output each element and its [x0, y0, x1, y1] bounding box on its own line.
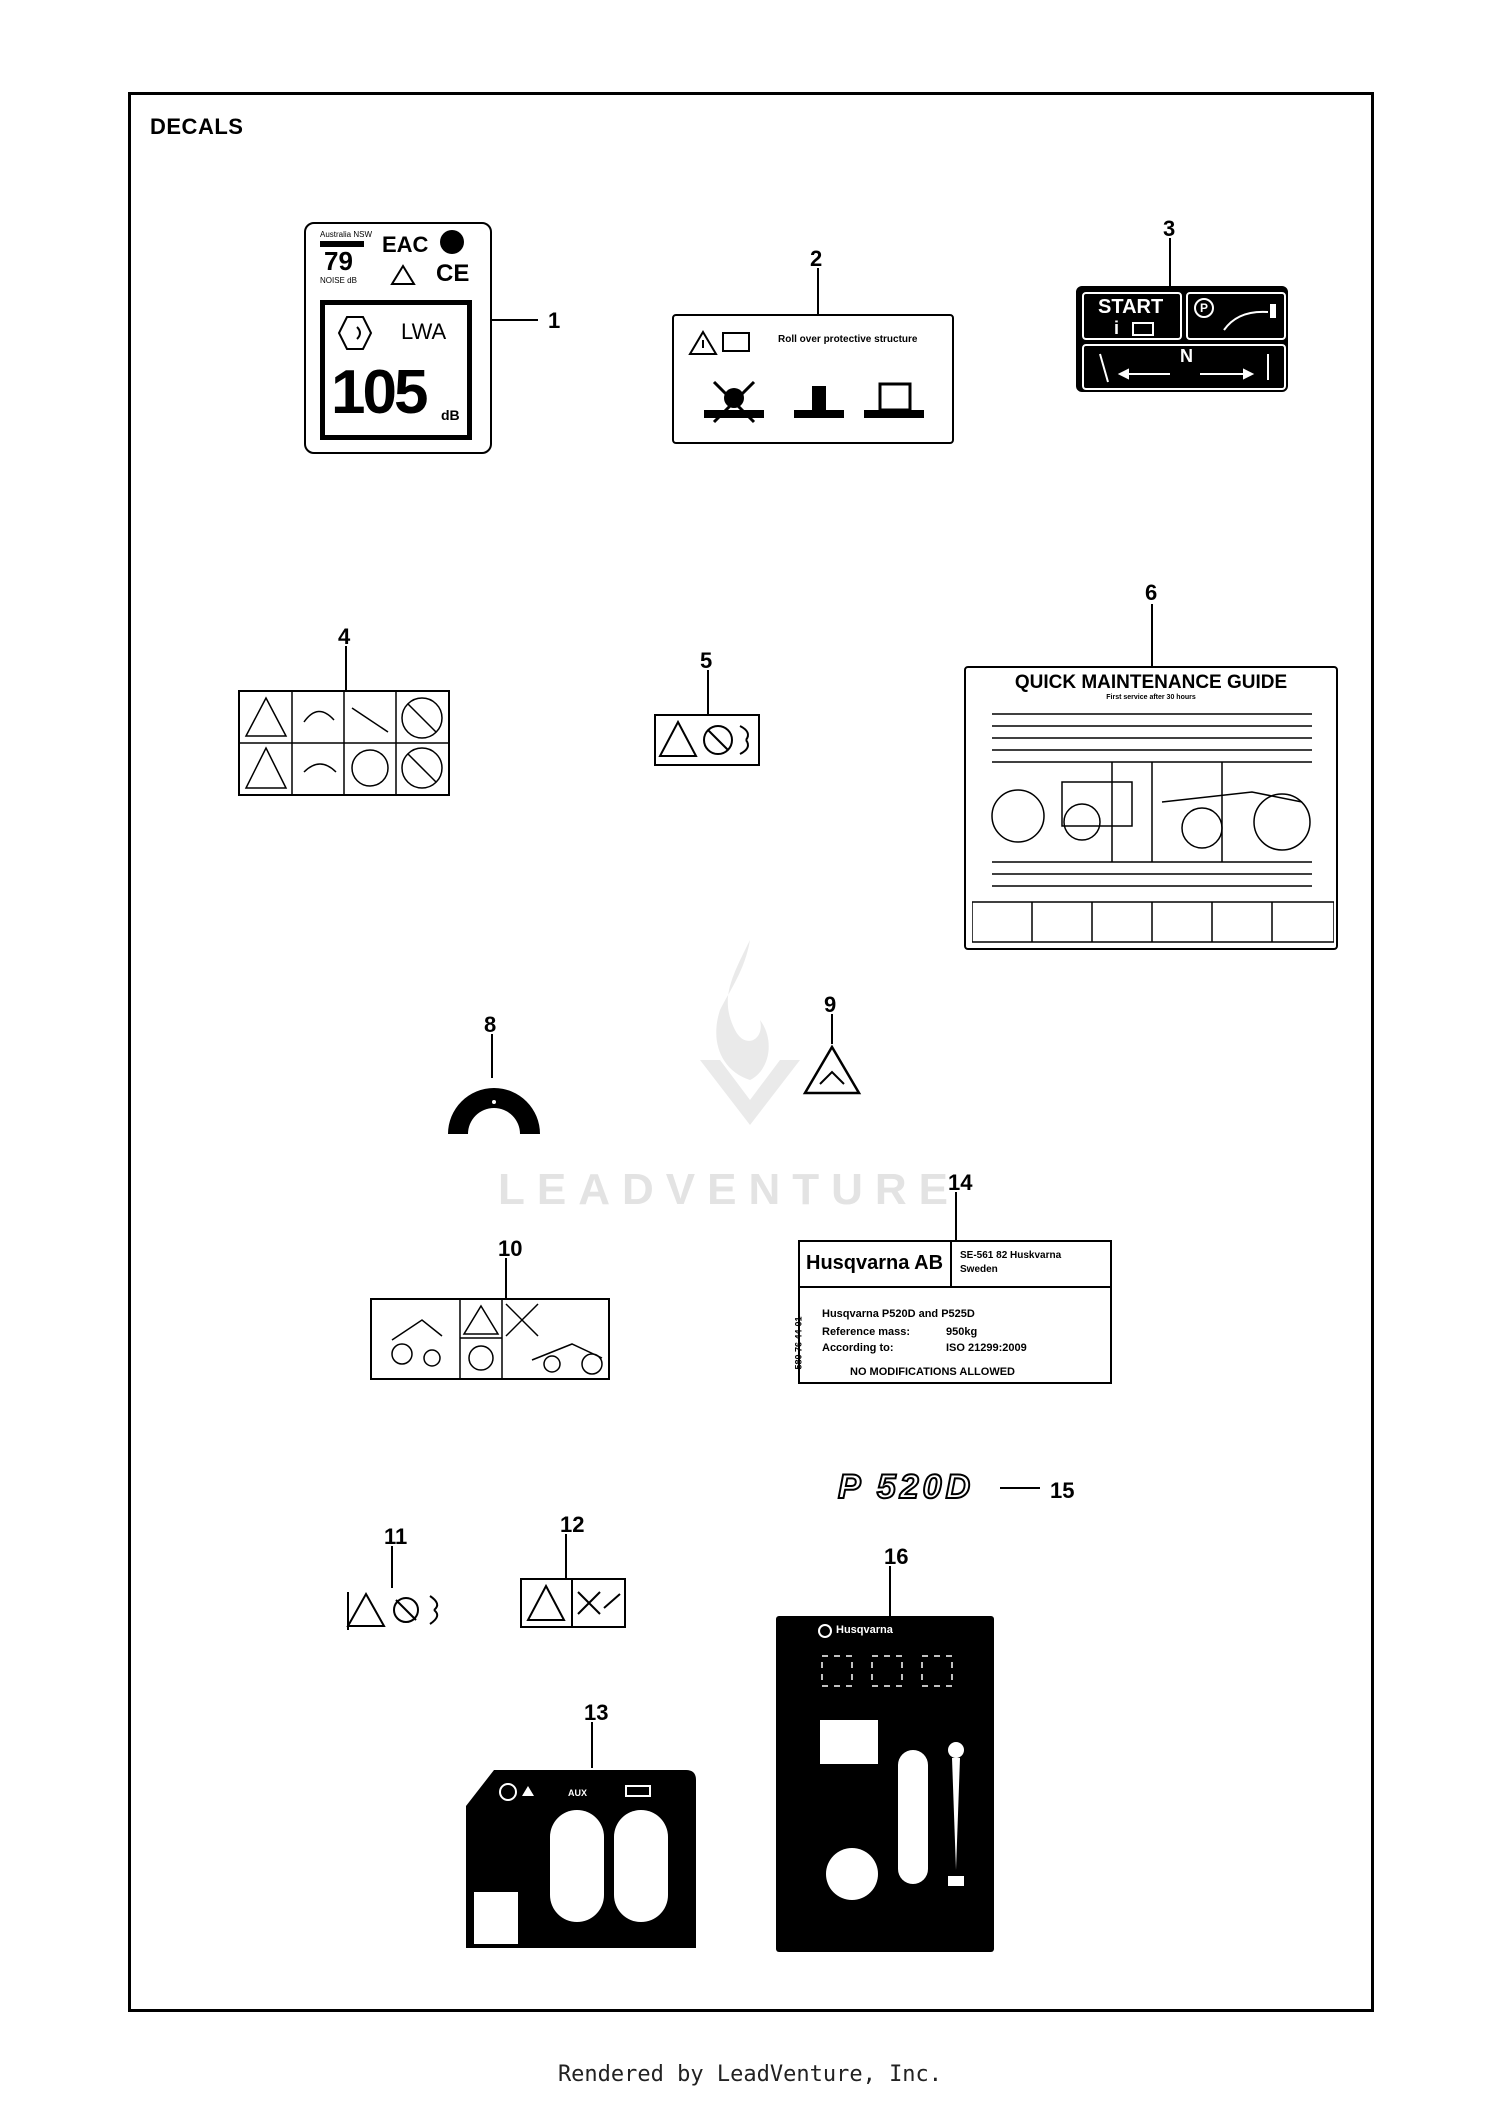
decal-14-model-badge: P 520D — [837, 1467, 1002, 1508]
decal-6-maintenance-guide: QUICK MAINTENANCE GUIDE First service af… — [964, 666, 1338, 950]
decal-1-rcm-icon — [390, 264, 416, 286]
decal-5-warning-label — [654, 714, 760, 766]
decal-16-control-panel: Husqvarna — [776, 1616, 994, 1952]
decal-6-subtitle: First service after 30 hours — [1106, 694, 1196, 701]
decal-4-warning-label — [238, 690, 450, 796]
decal-2-rops: Roll over protective structure — [672, 314, 954, 444]
decal-1-db-unit: dB — [441, 407, 460, 423]
warning-triangle-icon — [688, 330, 718, 356]
decal-2-text: Roll over protective structure — [778, 334, 918, 345]
decal-14-model: P 520D — [837, 1467, 975, 1507]
decal-15-aux: AUX — [568, 1788, 588, 1798]
decal-10-warning-label — [370, 1298, 610, 1380]
decal-11-warning-label — [346, 1588, 448, 1632]
watermark-text: LEADVENTURE — [498, 1165, 961, 1214]
decal-1-cert-icon — [440, 230, 464, 254]
watermark-logo — [690, 930, 810, 1130]
decal-13-side-code: 580 76 44-01 — [793, 1316, 804, 1370]
manual-book-icon — [1132, 322, 1154, 336]
decal-2-mower-pictograms — [704, 380, 924, 424]
decal-3-neutral: N — [1180, 346, 1193, 366]
decal-13-mass-value: 950kg — [946, 1326, 978, 1338]
callout-8: 8 — [484, 1012, 497, 1037]
decal-3-start: START — [1098, 296, 1164, 318]
decal-13-standard-label: According to: — [822, 1342, 894, 1354]
decal-3-start-box: START i — [1082, 292, 1182, 340]
decal-1-region: Australia NSW — [320, 230, 373, 239]
decal-16-brand: Husqvarna — [836, 1624, 893, 1636]
decal-3-park-box: P — [1186, 292, 1286, 340]
decal-8-arc-scale — [444, 1078, 544, 1136]
callout-15: 13 — [584, 1700, 609, 1725]
decal-13-footer: NO MODIFICATIONS ALLOWED — [850, 1366, 1015, 1378]
callout-1: 1 — [548, 308, 561, 333]
decal-13-brand: Husqvarna AB — [806, 1252, 944, 1274]
park-icon: P — [1194, 298, 1214, 318]
decal-1-lwa-box: LWA 105 dB — [320, 300, 472, 440]
callout-10: 10 — [498, 1236, 523, 1261]
callout-12: 12 — [560, 1512, 585, 1537]
callout-5: 5 — [700, 648, 713, 673]
decal-6-service-diagram — [972, 713, 1334, 943]
callout-11: 11 — [384, 1524, 408, 1549]
decal-11-pictograms — [346, 1591, 439, 1630]
decal-15-aux-panel: AUX — [464, 1766, 698, 1950]
decal-1-db-value: 105 — [331, 358, 428, 427]
callout-13: 14 — [948, 1170, 973, 1195]
decal-13-divider — [950, 1242, 952, 1286]
page-title: DECALS — [150, 114, 244, 139]
decal-16-panel-cutouts — [820, 1655, 964, 1900]
callout-2: 2 — [810, 246, 823, 271]
decal-13-header — [800, 1242, 1110, 1288]
decal-12-pictograms — [520, 1578, 626, 1628]
decal-1-noise-label-text: NOISE dB — [320, 276, 357, 285]
callout-4: 4 — [338, 624, 351, 649]
footer-credit: Rendered by LeadVenture, Inc. — [557, 2062, 943, 2087]
manual-book-icon — [722, 332, 750, 352]
direction-arrows-icon — [1099, 353, 1269, 383]
callout-3: 3 — [1163, 216, 1176, 241]
decal-3-start-label: START i P N — [1076, 286, 1288, 392]
decal-13-standard-value: ISO 21299:2009 — [946, 1342, 1027, 1354]
decal-13-id-plate: Husqvarna AB SE-561 82 Huskvarna Sweden … — [794, 1240, 1112, 1384]
speaker-icon — [337, 315, 373, 351]
decal-4-pictogram-grid — [240, 692, 448, 794]
info-icon: i — [1114, 318, 1120, 338]
decal-9-warning-triangle — [802, 1044, 862, 1096]
callout-6: 6 — [1145, 580, 1158, 605]
decal-3-neutral-box: N — [1082, 344, 1286, 390]
decal-13-mass-label: Reference mass: — [822, 1326, 911, 1338]
husqvarna-logo-icon — [818, 1624, 832, 1638]
callout-14: 15 — [1050, 1478, 1075, 1503]
callout-16: 16 — [884, 1544, 909, 1569]
drawing-frame — [128, 92, 1374, 2012]
decal-13-models: Husqvarna P520D and P525D — [822, 1308, 975, 1320]
decal-1-bar — [320, 241, 364, 247]
decal-13-address-1: SE-561 82 Huskvarna — [960, 1250, 1062, 1261]
decal-13-address-2: Sweden — [960, 1264, 998, 1275]
decal-10-pictograms — [391, 1300, 603, 1378]
decal-1-lwa: LWA — [401, 319, 447, 344]
callout-9: 9 — [824, 992, 837, 1017]
decal-5-pictograms — [658, 719, 749, 757]
decal-12-warning-label — [520, 1578, 626, 1628]
park-lever-icon — [1223, 304, 1276, 331]
decal-6-title: QUICK MAINTENANCE GUIDE — [1014, 672, 1288, 693]
decal-1-noise-label: Australia NSW 79 NOISE dB EAC CE LWA 105… — [304, 222, 492, 454]
decal-15-panel-shape — [466, 1770, 696, 1948]
decal-1-ce: CE — [436, 260, 470, 287]
decal-1-eac: EAC — [382, 232, 429, 257]
decal-1-noise-num: 79 — [324, 246, 353, 276]
